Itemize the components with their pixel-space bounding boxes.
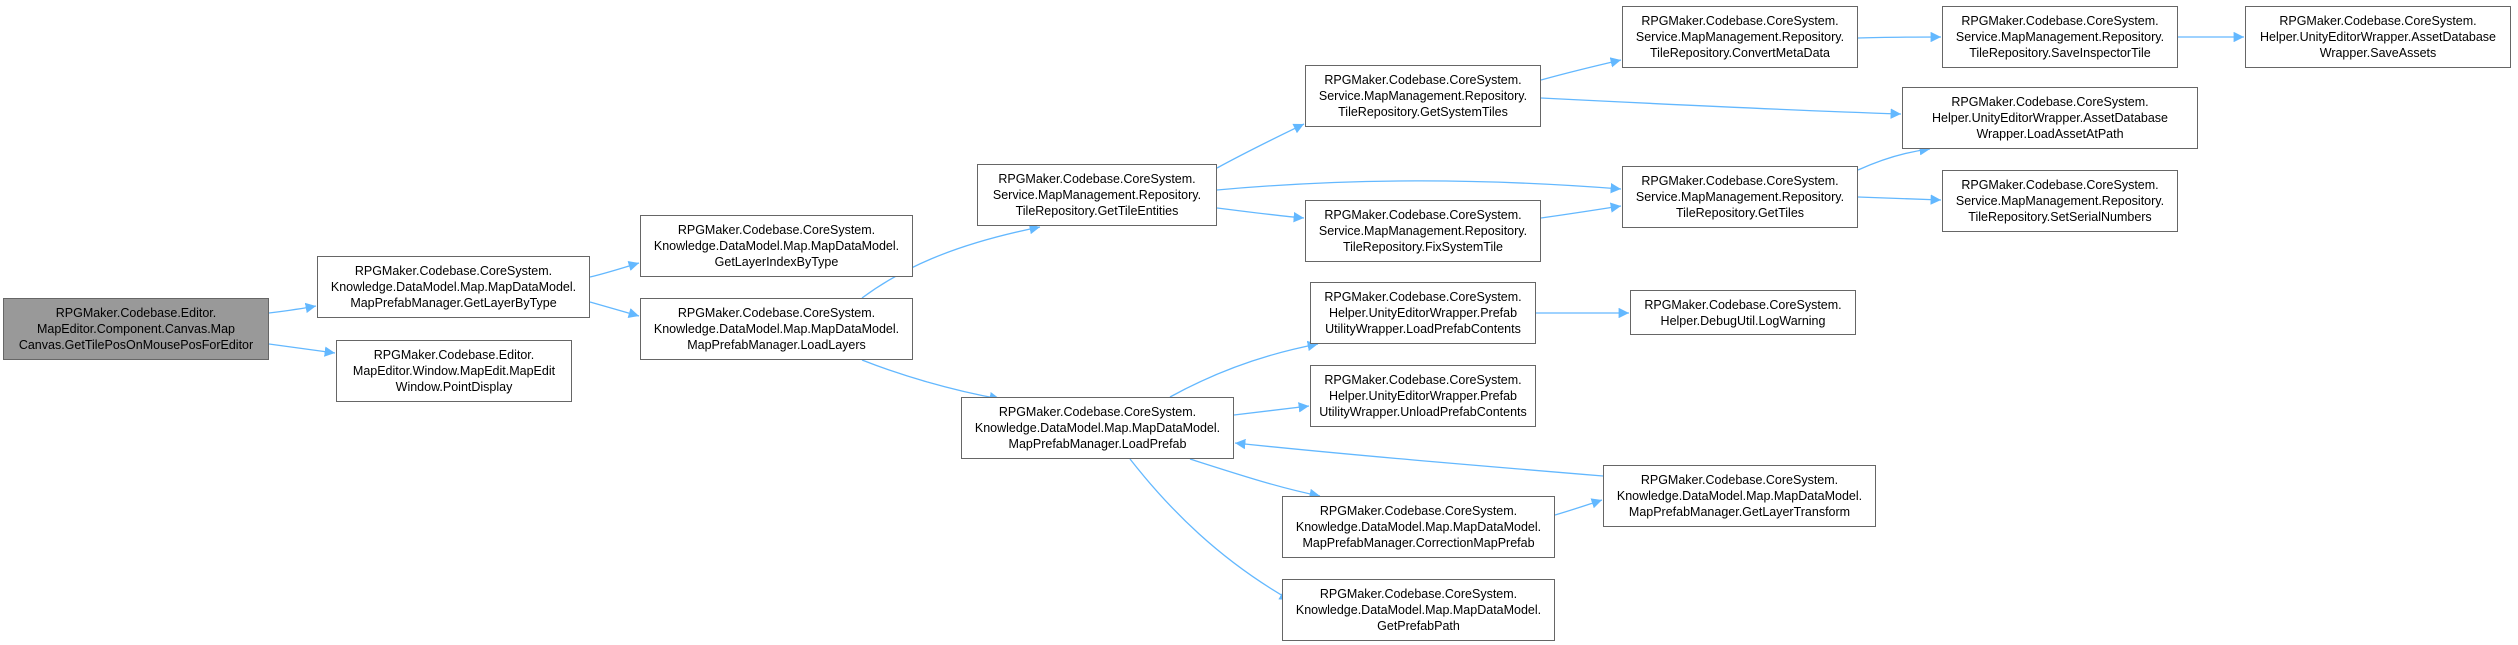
node-get-prefab-path[interactable]: RPGMaker.Codebase.CoreSystem. Knowledge.… [1282, 579, 1555, 641]
edge-get-system-tiles-to-convert-meta-data [1540, 57, 1622, 81]
node-get-tile-entities[interactable]: RPGMaker.Codebase.CoreSystem. Service.Ma… [977, 164, 1217, 226]
node-load-prefab-contents[interactable]: RPGMaker.Codebase.CoreSystem. Helper.Uni… [1310, 282, 1536, 344]
node-load-prefab[interactable]: RPGMaker.Codebase.CoreSystem. Knowledge.… [961, 397, 1234, 459]
edge-load-prefab-to-correction-map-prefab [1189, 458, 1321, 500]
edge-load-prefab-to-unload-prefab-contents [1233, 402, 1310, 416]
node-fix-system-tile[interactable]: RPGMaker.Codebase.CoreSystem. Service.Ma… [1305, 200, 1541, 262]
edge-fix-system-tile-to-get-tiles [1540, 202, 1622, 219]
node-load-layers[interactable]: RPGMaker.Codebase.CoreSystem. Knowledge.… [640, 298, 913, 360]
edge-get-layer-by-type-to-load-layers [589, 301, 640, 319]
edge-convert-meta-data-to-save-inspector-tile [1857, 31, 1942, 43]
node-get-layer-by-type[interactable]: RPGMaker.Codebase.CoreSystem. Knowledge.… [317, 256, 590, 318]
node-get-layer-index-by-type[interactable]: RPGMaker.Codebase.CoreSystem. Knowledge.… [640, 215, 913, 277]
edge-get-tile-entities-to-get-tiles [1216, 180, 1622, 194]
node-set-serial-numbers[interactable]: RPGMaker.Codebase.CoreSystem. Service.Ma… [1942, 170, 2178, 232]
node-correction-map-prefab[interactable]: RPGMaker.Codebase.CoreSystem. Knowledge.… [1282, 496, 1555, 558]
edge-load-layers-to-load-prefab [861, 359, 1001, 403]
edge-get-tile-entities-to-fix-system-tile [1216, 207, 1305, 223]
node-unload-prefab-contents[interactable]: RPGMaker.Codebase.CoreSystem. Helper.Uni… [1310, 365, 1536, 427]
node-load-asset-at-path[interactable]: RPGMaker.Codebase.CoreSystem. Helper.Uni… [1902, 87, 2198, 149]
edge-get-layer-by-type-to-get-layer-index [589, 260, 640, 278]
edge-get-tile-entities-to-get-system-tiles [1216, 123, 1305, 169]
edge-get-tile-pos-to-get-layer-by-type [268, 302, 317, 314]
node-save-inspector-tile[interactable]: RPGMaker.Codebase.CoreSystem. Service.Ma… [1942, 6, 2178, 68]
node-get-tile-pos-on-mouse-pos-for-editor[interactable]: RPGMaker.Codebase.Editor. MapEditor.Comp… [3, 298, 269, 360]
node-point-display[interactable]: RPGMaker.Codebase.Editor. MapEditor.Wind… [336, 340, 572, 402]
edge-get-tile-pos-to-point-display [268, 343, 336, 357]
node-convert-meta-data[interactable]: RPGMaker.Codebase.CoreSystem. Service.Ma… [1622, 6, 1858, 68]
node-get-system-tiles[interactable]: RPGMaker.Codebase.CoreSystem. Service.Ma… [1305, 65, 1541, 127]
node-save-assets[interactable]: RPGMaker.Codebase.CoreSystem. Helper.Uni… [2245, 6, 2511, 68]
edge-load-prefab-to-load-prefab-contents [1169, 340, 1319, 398]
edge-load-layers-to-get-tile-entities [861, 223, 1041, 299]
edge-get-system-tiles-to-load-asset-at-path [1540, 97, 1902, 119]
edge-get-layer-transform-to-load-prefab [1234, 438, 1604, 477]
edge-load-prefab-to-get-prefab-path [1129, 458, 1291, 601]
node-get-tiles[interactable]: RPGMaker.Codebase.CoreSystem. Service.Ma… [1622, 166, 1858, 228]
edge-get-tiles-to-set-serial-numbers [1857, 194, 1942, 205]
edge-get-tiles-to-load-asset-at-path [1857, 145, 1931, 171]
node-log-warning[interactable]: RPGMaker.Codebase.CoreSystem. Helper.Deb… [1630, 290, 1856, 335]
node-get-layer-transform[interactable]: RPGMaker.Codebase.CoreSystem. Knowledge.… [1603, 465, 1876, 527]
edge-correction-map-prefab-to-get-layer-transform [1554, 498, 1603, 516]
